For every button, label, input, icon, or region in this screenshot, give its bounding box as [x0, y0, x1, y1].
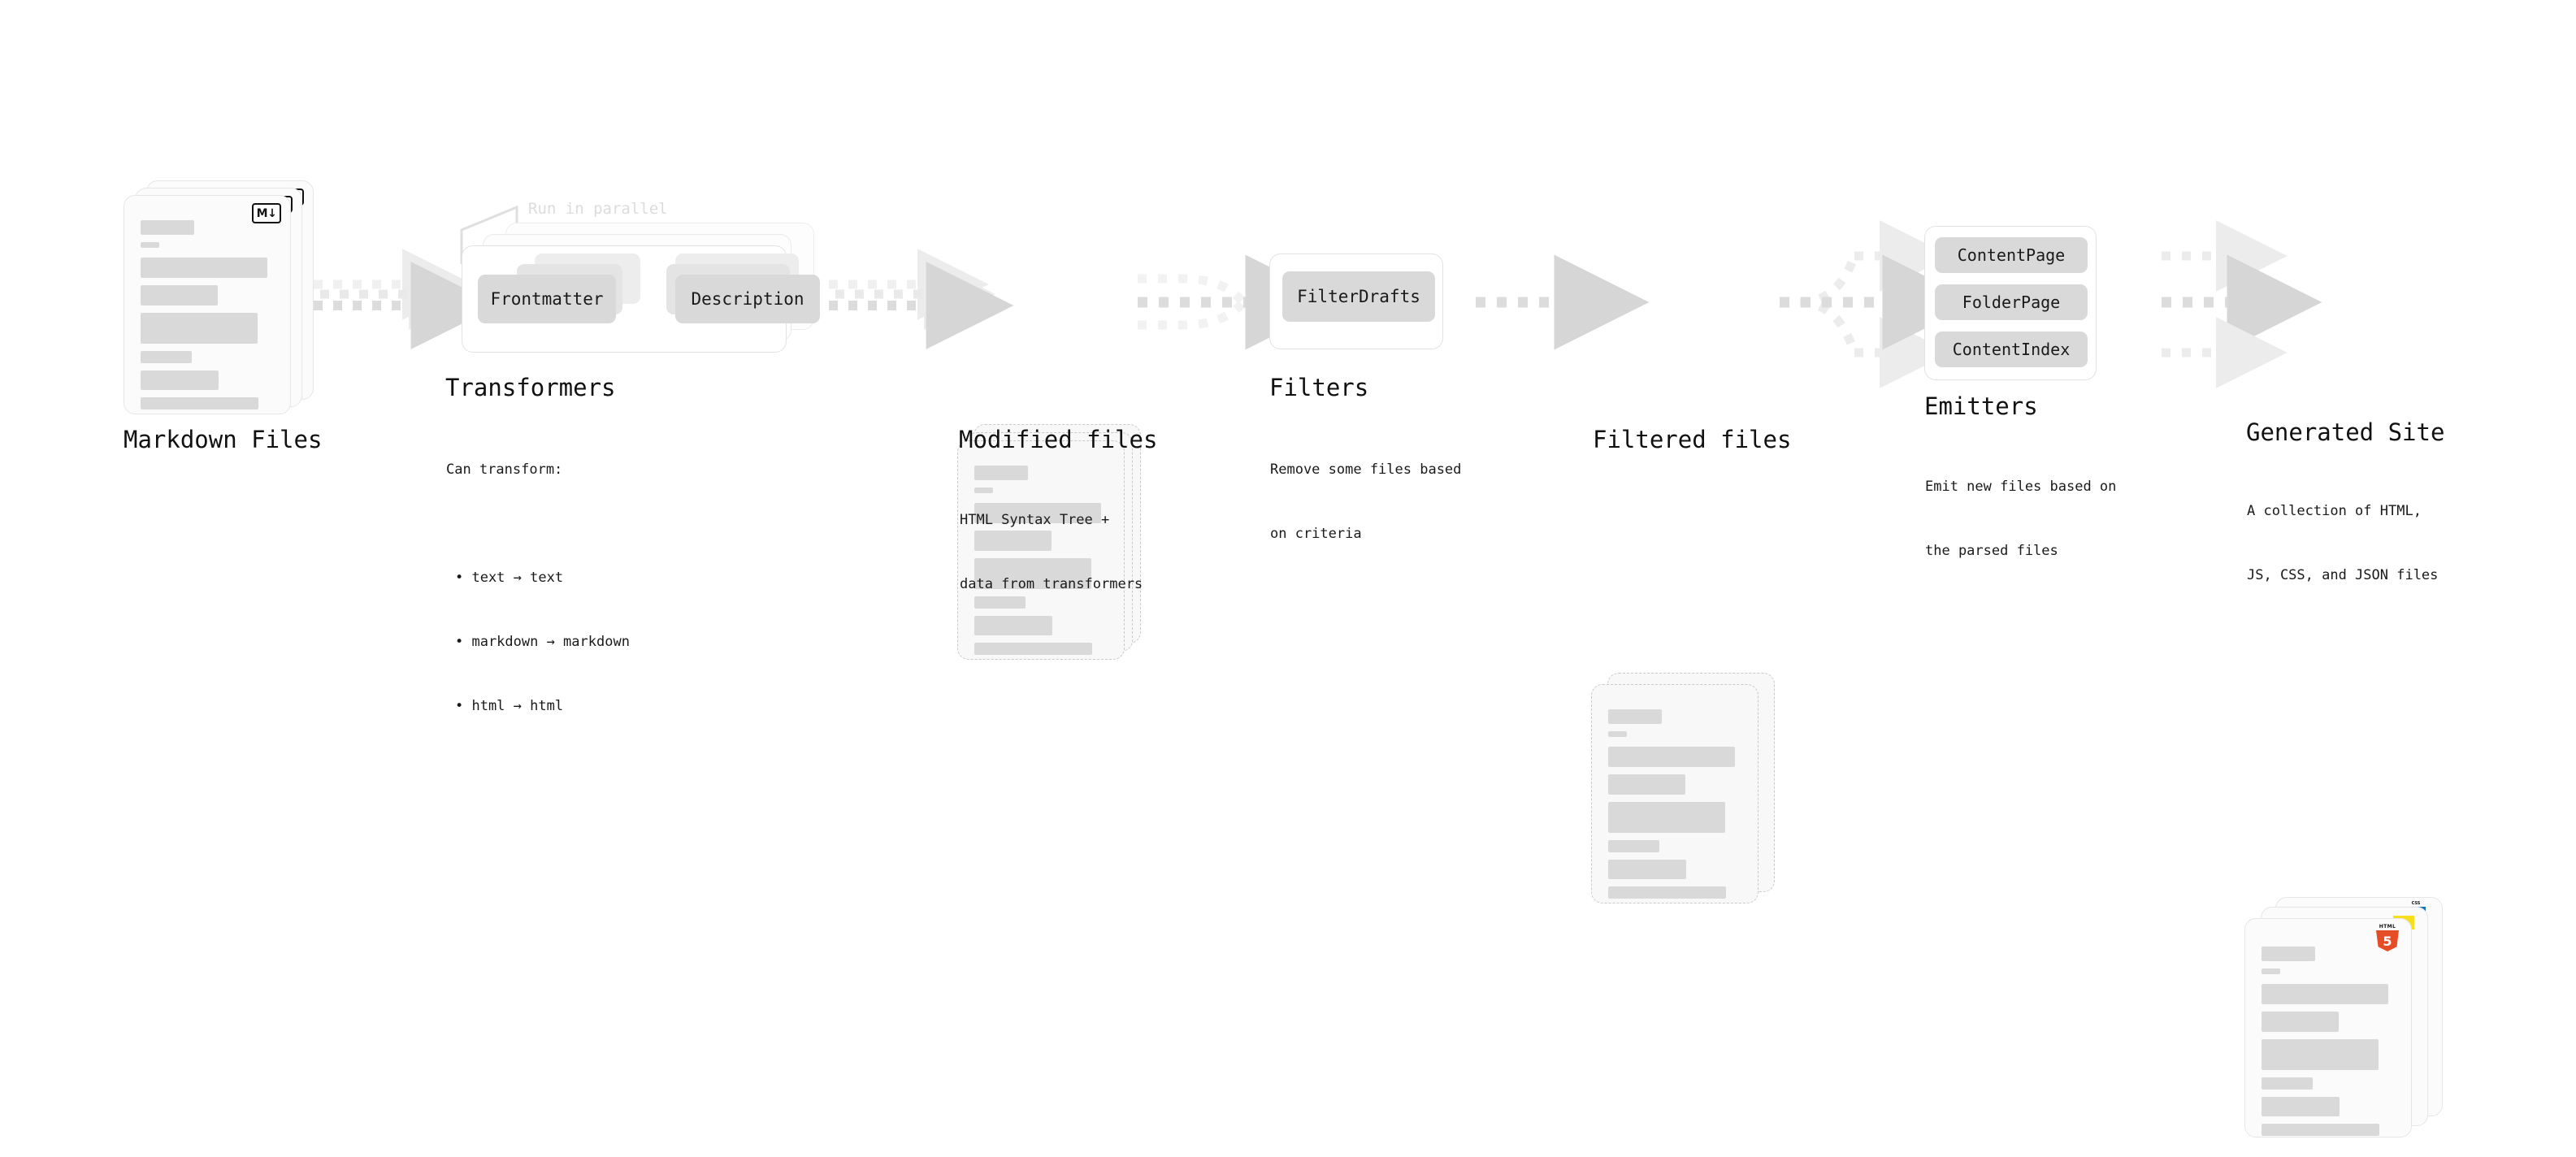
markdown-card-skeleton: [141, 220, 275, 417]
connector-filtered-to-emitters: [1780, 220, 1978, 388]
site-card-skeleton: [2262, 947, 2396, 1143]
generated-site-title: Generated Site: [2246, 418, 2445, 446]
diagram-canvas: M↓ M↓ M↓ Markdown Files: [0, 0, 2576, 681]
modified-files-subtitle: HTML Syntax Tree + data from transformer…: [960, 466, 1143, 638]
generated-site-sub-line-1: A collection of HTML,: [2247, 502, 2422, 519]
filters-sub-line-1: Remove some files based: [1270, 461, 1462, 478]
modified-files-sub-line-1: HTML Syntax Tree +: [960, 511, 1110, 528]
skeleton-bar: [1608, 886, 1726, 899]
transformers-subtitle: Can transform: • text → text • markdown …: [446, 416, 630, 803]
chip-folderpage[interactable]: FolderPage: [1935, 284, 2088, 320]
transform-bullet-list: • text → text • markdown → markdown • ht…: [446, 525, 630, 760]
filters-title: Filters: [1269, 374, 1369, 401]
connector-emitters-to-site: [2162, 220, 2322, 388]
skeleton-bar: [1608, 731, 1627, 737]
chip-contentindex[interactable]: ContentIndex: [1935, 332, 2088, 367]
skeleton-bar: [141, 313, 258, 344]
stage-filters: FilterDrafts: [1269, 254, 1448, 351]
skeleton-bar: [1608, 774, 1685, 795]
connector-modified-to-filters: [1138, 254, 1341, 350]
stage-modified-files: [957, 424, 1152, 668]
emitters-sub-line-2: the parsed files: [1925, 542, 2058, 559]
skeleton-bar: [974, 616, 1052, 635]
skeleton-bar: [141, 220, 194, 235]
stage-emitters: ContentPage FolderPage ContentIndex: [1924, 226, 2111, 384]
skeleton-bar: [2262, 1039, 2379, 1070]
stage-generated-site: HTML: [2244, 897, 2448, 1157]
stage-markdown-files: M↓ M↓ M↓: [124, 180, 319, 424]
bullet-markdown-to-markdown: • markdown → markdown: [455, 634, 630, 651]
skeleton-bar: [2262, 1124, 2379, 1136]
generated-site-sub-line-2: JS, CSS, and JSON files: [2247, 566, 2439, 583]
skeleton-bar: [2262, 968, 2280, 974]
emitters-title: Emitters: [1924, 392, 2038, 420]
emitters-sub-line-1: Emit new files based on: [1925, 478, 2117, 495]
filtered-card-skeleton: [1608, 709, 1743, 906]
chip-contentpage[interactable]: ContentPage: [1935, 237, 2088, 273]
chip-frontmatter[interactable]: Frontmatter: [478, 275, 616, 323]
skeleton-bar: [1608, 860, 1686, 879]
markdown-badge-front: M↓: [252, 203, 281, 223]
skeleton-bar: [2262, 1097, 2340, 1116]
skeleton-bar: [141, 242, 159, 248]
markdown-files-title: Markdown Files: [124, 426, 323, 453]
skeleton-bar: [2262, 984, 2388, 1004]
skeleton-bar: [2262, 1012, 2339, 1032]
generated-site-subtitle: A collection of HTML, JS, CSS, and JSON …: [2247, 457, 2438, 629]
skeleton-bar: [974, 643, 1092, 655]
connector-markdown-to-transformers: [314, 249, 499, 349]
filters-sub-line-2: on criteria: [1270, 525, 1362, 542]
skeleton-bar: [2262, 947, 2315, 961]
skeleton-bar: [141, 258, 267, 278]
emitters-subtitle: Emit new files based on the parsed files: [1925, 433, 2116, 604]
skeleton-bar: [1608, 747, 1735, 767]
modified-files-sub-line-2: data from transformers: [960, 575, 1143, 592]
chip-description[interactable]: Description: [675, 275, 820, 323]
html5-word: HTML: [2379, 924, 2396, 930]
markdown-card-front: M↓: [124, 195, 291, 414]
connector-transformers-to-modified: [829, 249, 1014, 349]
bullet-html-to-html: • html → html: [455, 698, 564, 715]
transformers-title: Transformers: [445, 374, 616, 401]
skeleton-bar: [974, 466, 1028, 480]
skeleton-bar: [1608, 802, 1725, 833]
modified-files-title: Modified files: [959, 426, 1158, 453]
filters-subtitle: Remove some files based on criteria: [1270, 416, 1461, 587]
skeleton-bar: [974, 558, 1091, 589]
skeleton-bar: [141, 285, 218, 306]
filtered-files-title: Filtered files: [1593, 426, 1792, 453]
skeleton-bar: [141, 351, 192, 363]
skeleton-bar: [974, 503, 1101, 523]
stage-filtered-files: [1591, 668, 1786, 912]
run-in-parallel-text: Run in parallel: [528, 200, 668, 218]
bullet-text-to-text: • text → text: [455, 570, 564, 587]
stage-transformers: x x x x Frontmatter Description: [444, 195, 834, 366]
filtered-card-front: [1591, 684, 1759, 904]
skeleton-bar: [974, 488, 993, 493]
skeleton-bar: [974, 596, 1026, 609]
site-card-front: HTML: [2244, 918, 2412, 1138]
chip-filterdrafts[interactable]: FilterDrafts: [1282, 271, 1435, 322]
modified-card-front: [957, 440, 1125, 660]
skeleton-bar: [1608, 709, 1662, 724]
skeleton-bar: [1608, 840, 1659, 852]
can-transform-heading: Can transform:: [446, 461, 563, 478]
skeleton-bar: [141, 370, 219, 390]
skeleton-bar: [974, 531, 1052, 551]
modified-card-skeleton: [974, 466, 1109, 662]
skeleton-bar: [2262, 1077, 2313, 1090]
skeleton-bar: [141, 397, 258, 410]
